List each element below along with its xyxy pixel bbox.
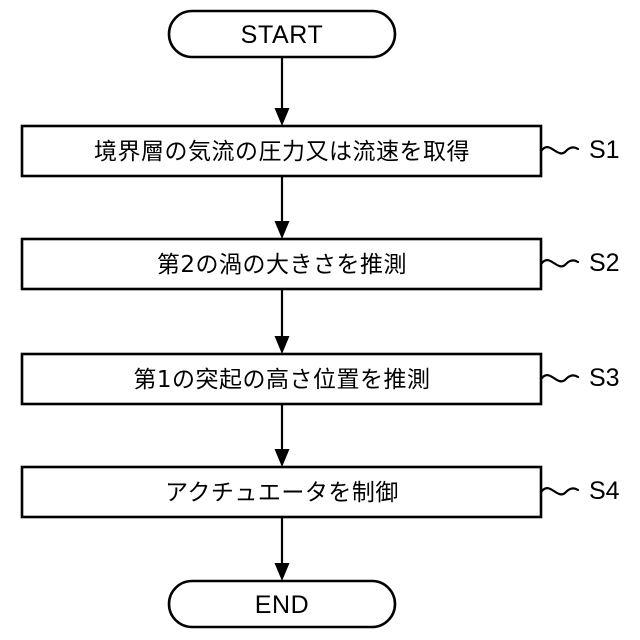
arrow-head-icon — [274, 449, 290, 467]
process-box-s2: 第2の渦の大きさを推測 — [20, 237, 543, 291]
tilde-leader-icon — [540, 259, 580, 268]
connector-step4-to-end — [274, 517, 290, 581]
start-node-label: START — [241, 21, 324, 49]
step-leader-s3: S3 — [540, 364, 620, 392]
tilde-leader-icon — [540, 487, 580, 496]
process-box-s2-label: 第2の渦の大きさを推測 — [157, 252, 407, 278]
process-box-s1-label: 境界層の気流の圧力又は流速を取得 — [94, 139, 470, 165]
process-box-s3-label: 第1の突起の高さ位置を推測 — [133, 367, 430, 393]
connector-start-to-step1 — [274, 57, 290, 126]
tilde-leader-icon — [540, 374, 580, 383]
tilde-leader-icon — [540, 146, 580, 155]
arrow-head-icon — [274, 336, 290, 354]
end-node: END — [167, 579, 397, 629]
arrow-head-icon — [274, 108, 290, 126]
step-leader-s4: S4 — [540, 477, 620, 505]
step-label-s2: S2 — [589, 249, 620, 277]
arrow-head-icon — [274, 563, 290, 581]
end-node-label: END — [255, 591, 310, 619]
connector-step3-to-step4 — [274, 404, 290, 467]
step-leader-s2: S2 — [540, 249, 620, 277]
process-box-s1: 境界層の気流の圧力又は流速を取得 — [20, 124, 543, 178]
step-label-s3: S3 — [589, 364, 620, 392]
start-node: START — [167, 9, 397, 59]
process-box-s3: 第1の突起の高さ位置を推測 — [20, 352, 543, 406]
step-label-s1: S1 — [589, 136, 620, 164]
process-box-s1-shape — [20, 124, 543, 178]
arrow-head-icon — [274, 221, 290, 239]
connector-step1-to-step2 — [274, 176, 290, 239]
step-label-s4: S4 — [589, 477, 620, 505]
process-box-s4: アクチュエータを制御 — [20, 465, 543, 519]
end-node-shape — [167, 579, 397, 629]
connector-step2-to-step3 — [274, 289, 290, 354]
step-leader-s1: S1 — [540, 136, 620, 164]
process-box-s3-shape — [20, 352, 543, 406]
process-box-s4-label: アクチュエータを制御 — [165, 480, 399, 506]
